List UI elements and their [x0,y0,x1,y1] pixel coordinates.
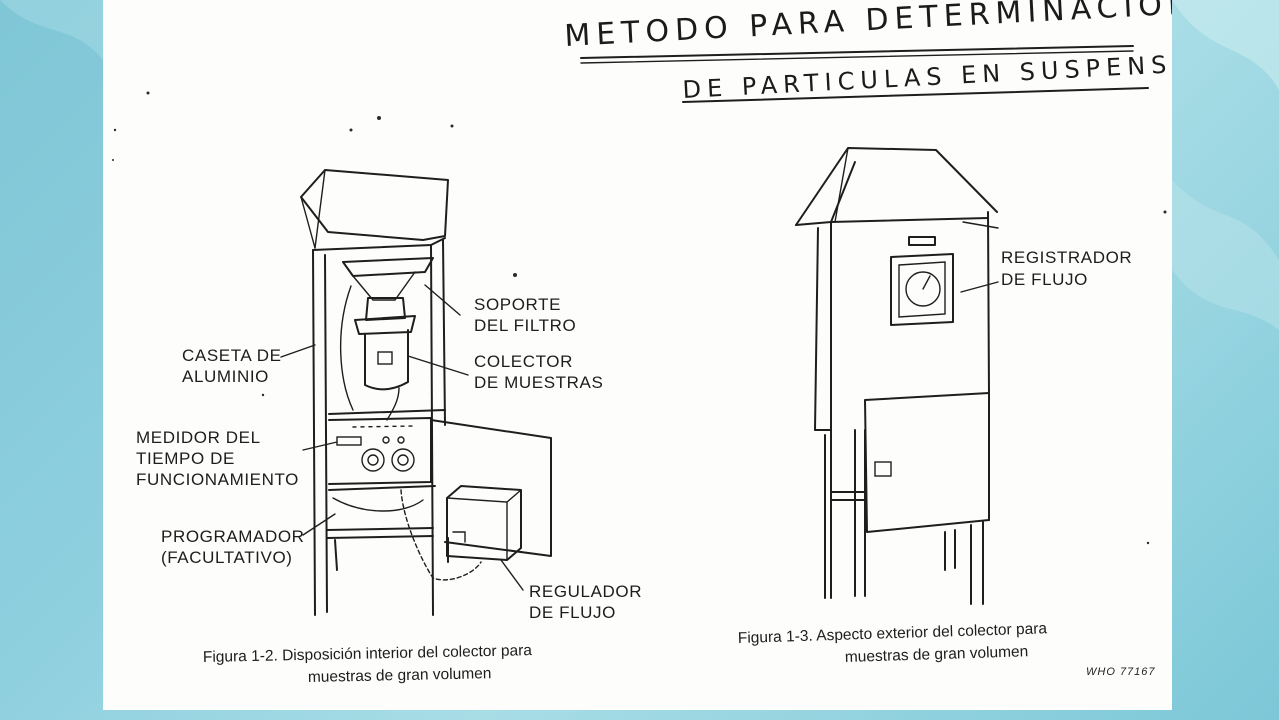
label-caseta-2: ALUMINIO [182,367,269,386]
document-drawing: METODO PARA DETERMINACION DE PARTICULAS … [112,0,1172,686]
label-programador-1: PROGRAMADOR [161,527,305,546]
label-registrador-2: DE FLUJO [1001,270,1088,289]
label-colector-2: DE MUESTRAS [474,373,603,392]
title-line-1: METODO PARA DETERMINACION [564,0,1172,54]
caption-right-1: Figura 1-3. Aspecto exterior del colecto… [738,620,1048,647]
title-underline-1 [580,45,1134,59]
label-soporte-2: DEL FILTRO [474,316,576,335]
figure-code: WHO 77167 [1086,666,1156,678]
sampler-interior-drawing [300,169,552,616]
caption-right-2: muestras de gran volumen [845,643,1029,666]
label-programador-2: (FACULTATIVO) [161,548,293,567]
label-medidor-2: TIEMPO DE [136,449,235,468]
label-medidor-1: MEDIDOR DEL [136,428,261,447]
label-regulador-2: DE FLUJO [529,603,616,622]
caption-left-2: muestras de gran volumen [308,665,492,686]
label-medidor-3: FUNCIONAMIENTO [136,470,299,489]
scanned-document: METODO PARA DETERMINACION DE PARTICULAS … [103,0,1172,710]
label-soporte-1: SOPORTE [474,295,561,314]
label-colector-1: COLECTOR [474,352,573,371]
caption-left-1: Figura 1-2. Disposición interior del col… [203,642,533,666]
right-leader-lines [960,221,999,293]
label-regulador-1: REGULADOR [529,582,642,601]
title-underline-2 [580,50,1134,64]
label-registrador-1: REGISTRADOR [1001,248,1132,267]
scan-specks [112,91,1167,545]
sampler-exterior-drawing [795,147,998,605]
title-underline-3 [682,87,1149,103]
left-leader-lines [280,284,524,591]
label-caseta-1: CASETA DE [182,346,282,365]
